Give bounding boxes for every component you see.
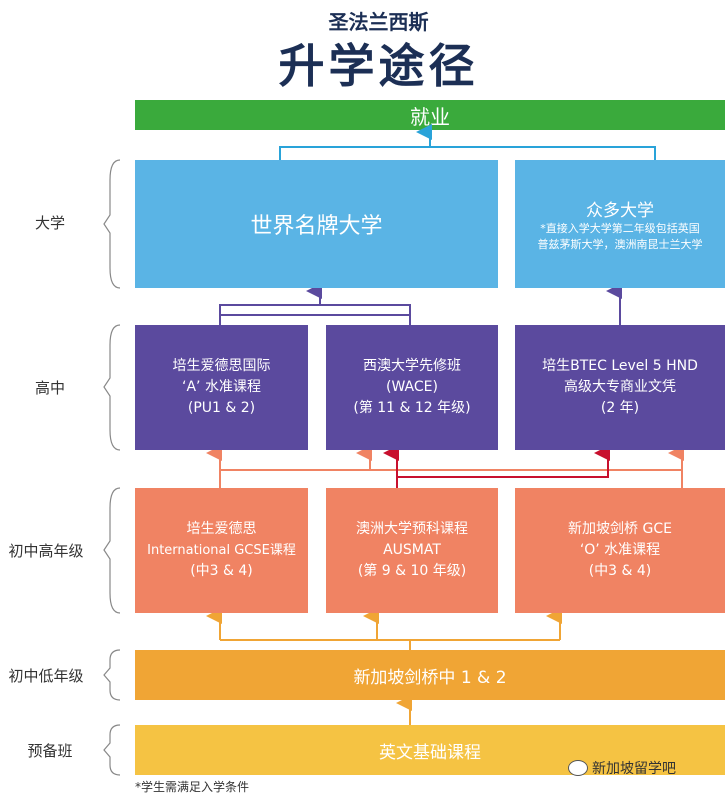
- foundation-bar: 英文基础课程: [135, 725, 725, 775]
- course-line: ‘O’ 水准课程: [579, 542, 661, 558]
- upper-secondary-ausmat-box: 澳洲大学预科课程 AUSMAT (第 9 & 10 年级): [326, 488, 498, 613]
- upper-secondary-o-level-box: 新加坡剑桥 GCE ‘O’ 水准课程 (中3 & 4): [515, 488, 725, 613]
- watermark-text: 新加坡留学吧: [592, 761, 676, 777]
- lower-secondary-bar: 新加坡剑桥中 1 & 2: [135, 650, 725, 700]
- other-universities-title: 众多大学: [586, 200, 654, 221]
- wechat-icon: [568, 760, 588, 776]
- course-line: (第 9 & 10 年级): [357, 563, 467, 579]
- header-subtitle: 圣法兰西斯: [328, 10, 429, 34]
- level-label-lower-secondary: 初中低年级: [8, 667, 84, 685]
- course-line: International GCSE课程: [147, 543, 296, 558]
- footnote: *学生需满足入学条件: [135, 780, 250, 794]
- page-title: 升学途径: [278, 39, 479, 93]
- course-line: 新加坡剑桥 GCE: [568, 521, 672, 537]
- upper-secondary-igcse-box: 培生爱德思 International GCSE课程 (中3 & 4): [135, 488, 308, 613]
- course-line: 澳洲大学预科课程: [356, 521, 468, 537]
- course-line: 培生爱德思: [186, 521, 257, 537]
- level-label-upper-secondary: 初中高年级: [8, 542, 84, 560]
- course-line: 培生爱德思国际: [172, 358, 271, 374]
- course-line: 高级大专商业文凭: [564, 379, 676, 395]
- course-line: (WACE): [386, 379, 438, 395]
- other-universities-box: 众多大学 *直接入学大学第二年级包括英国 普兹茅斯大学，澳洲南昆士兰大学: [515, 160, 725, 288]
- high-school-a-level-box: 培生爱德思国际 ‘A’ 水准课程 (PU1 & 2): [135, 325, 308, 450]
- course-line: (中3 & 4): [190, 563, 253, 579]
- course-line: (2 年): [600, 400, 640, 416]
- course-line: (第 11 & 12 年级): [353, 400, 471, 416]
- course-line: (PU1 & 2): [187, 400, 256, 416]
- course-line: (中3 & 4): [588, 563, 652, 579]
- world-universities-box: 世界名牌大学: [135, 160, 498, 288]
- watermark: 新加坡留学吧: [568, 758, 676, 778]
- course-line: 西澳大学先修班: [363, 358, 461, 374]
- course-line: ‘A’ 水准课程: [182, 379, 261, 395]
- level-label-foundation: 预备班: [27, 742, 73, 760]
- high-school-wace-box: 西澳大学先修班 (WACE) (第 11 & 12 年级): [326, 325, 498, 450]
- course-line: AUSMAT: [383, 542, 441, 558]
- other-universities-note-1: *直接入学大学第二年级包括英国: [540, 221, 700, 235]
- level-label-high-school: 高中: [34, 379, 65, 397]
- high-school-btec-box: 培生BTEC Level 5 HND 高级大专商业文凭 (2 年): [515, 325, 725, 450]
- other-universities-note-2: 普兹茅斯大学，澳洲南昆士兰大学: [537, 237, 703, 251]
- level-label-university: 大学: [34, 214, 65, 232]
- course-line: 培生BTEC Level 5 HND: [542, 358, 698, 374]
